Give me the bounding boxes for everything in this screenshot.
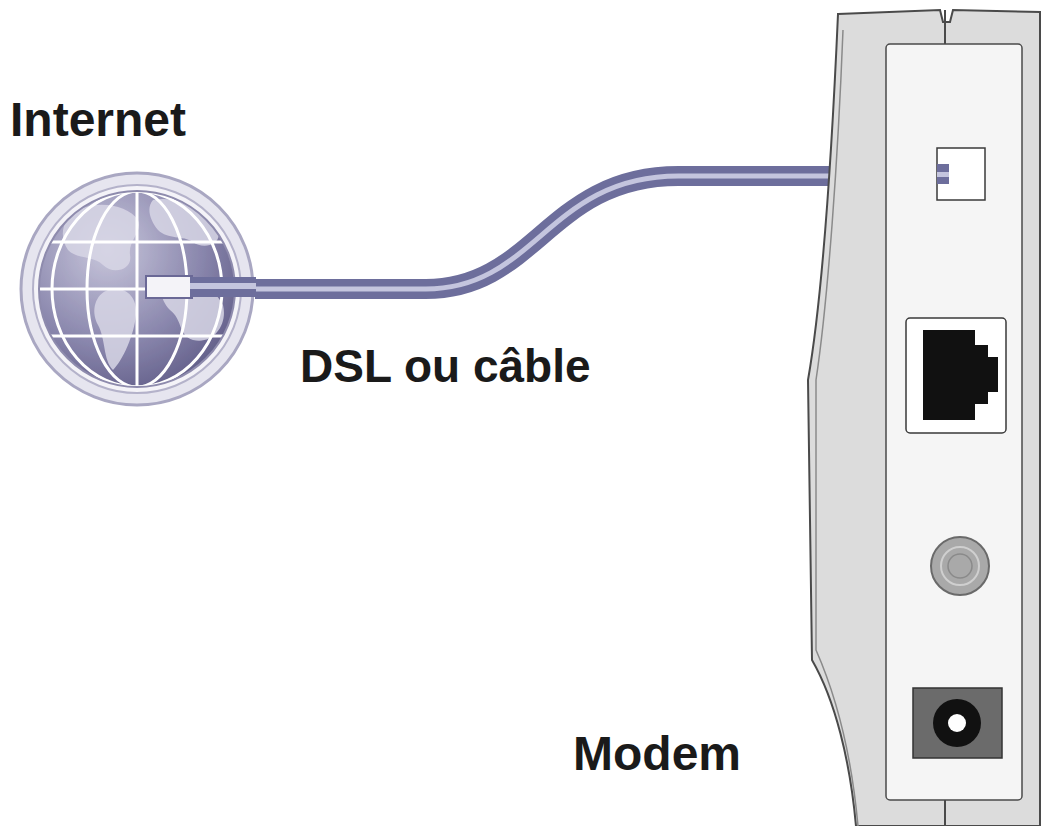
internet-label: Internet	[10, 92, 186, 147]
globe-icon	[18, 170, 256, 408]
modem-node: Modem	[560, 0, 1051, 826]
cable-label: DSL ou câble	[300, 340, 591, 393]
internet-node: Internet	[8, 92, 270, 417]
modem-label: Modem	[573, 726, 741, 781]
modem-device	[560, 0, 1051, 826]
